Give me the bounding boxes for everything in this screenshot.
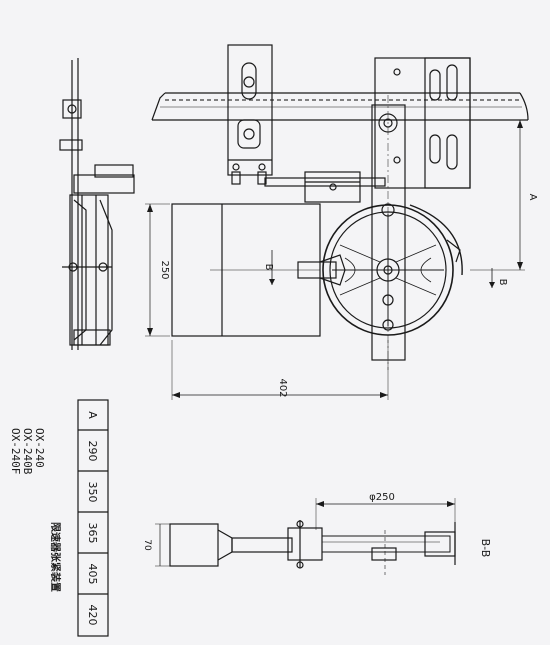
- section-mark-left: B: [263, 264, 274, 271]
- table-cell: 405: [86, 564, 99, 585]
- table-header: A: [86, 411, 99, 419]
- model-name: OX-240: [33, 428, 46, 468]
- section-mark-right: B: [497, 279, 508, 286]
- dim-70-label: 70: [142, 539, 152, 551]
- dim-250-label: 250: [159, 260, 170, 279]
- table-cell: 420: [86, 605, 99, 626]
- table-cell: 365: [86, 523, 99, 544]
- dim-402-label: 402: [277, 378, 288, 397]
- caption: 限速器张紧装置: [49, 522, 62, 592]
- section-view: [155, 498, 456, 575]
- section-title: B-B: [479, 539, 492, 558]
- model-name: OX-240F: [9, 428, 22, 474]
- dim-phi250-label: φ250: [369, 492, 395, 503]
- model-name: OX-240B: [21, 428, 34, 475]
- front-view: [145, 44, 529, 400]
- dimension-table-frame: [77, 399, 109, 637]
- dim-a-label: A: [527, 194, 538, 201]
- side-view: [59, 58, 135, 350]
- table-cell: 290: [86, 441, 99, 462]
- table-cell: 350: [86, 482, 99, 503]
